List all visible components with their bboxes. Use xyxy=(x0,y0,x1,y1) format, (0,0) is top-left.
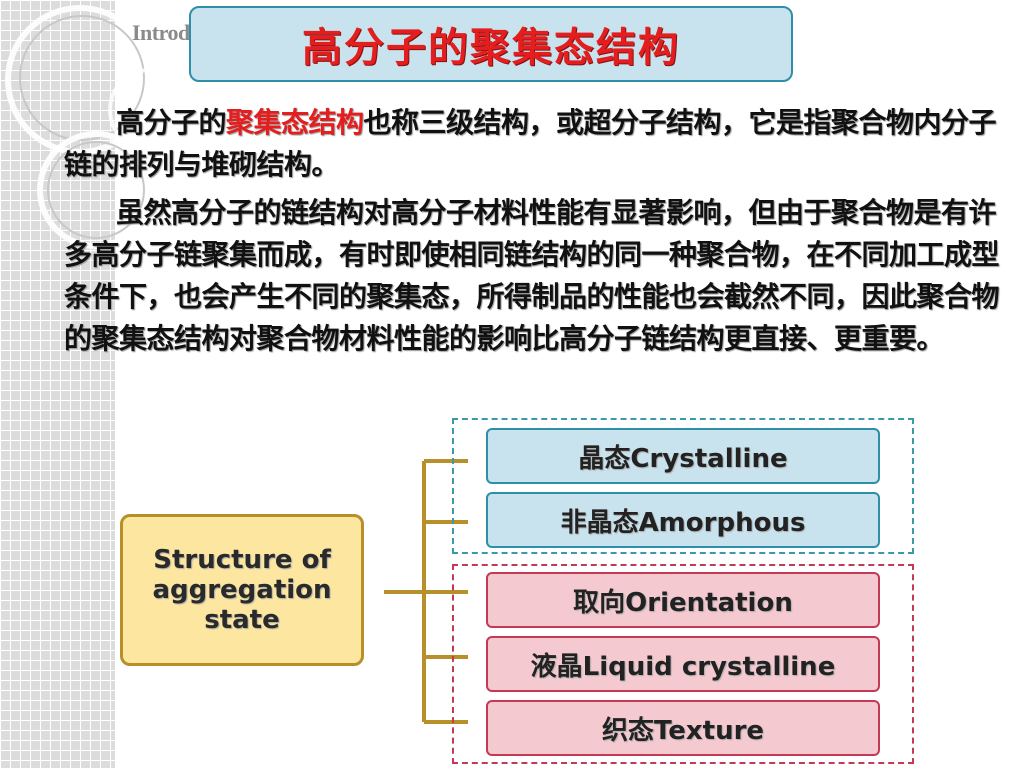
paragraph-importance: 虽然高分子的链结构对高分子材料性能有显著影响，但由于聚合物是有许多高分子链聚集而… xyxy=(64,192,1014,360)
node-amorphous: 非晶态Amorphous xyxy=(486,492,880,548)
paragraph1-highlight: 聚集态结构 xyxy=(226,106,364,139)
paragraph-definition: 高分子的聚集态结构也称三级结构，或超分子结构，它是指聚合物内分子链的排列与堆砌结… xyxy=(64,102,1014,186)
title-box: 高分子的聚集态结构 xyxy=(189,6,793,82)
group-orientation-liquid-texture xyxy=(452,564,914,764)
decorative-rings xyxy=(5,5,192,249)
root-node-box: Structure of aggregation state xyxy=(120,514,364,666)
node-orientation: 取向Orientation xyxy=(486,572,880,628)
node-crystalline: 晶态Crystalline xyxy=(486,428,880,484)
node-liquid-crystalline: 液晶Liquid crystalline xyxy=(486,636,880,692)
node-texture: 织态Texture xyxy=(486,700,880,756)
page-title: 高分子的聚集态结构 xyxy=(302,25,680,71)
paragraph1-lead: 高分子的 xyxy=(116,106,227,139)
paragraph1-rest: 也称三级结构，或超分子结构，它是指聚合物内分子链的排列与堆砌结构。 xyxy=(64,106,997,181)
root-node-label: Structure of aggregation state xyxy=(152,545,332,635)
background-grid-band xyxy=(0,0,115,768)
paragraph2-text: 虽然高分子的链结构对高分子材料性能有显著影响，但由于聚合物是有许多高分子链聚集而… xyxy=(64,196,1000,355)
group-crystalline-amorphous xyxy=(452,418,914,554)
intro-header-fragment: Introd xyxy=(132,20,190,45)
